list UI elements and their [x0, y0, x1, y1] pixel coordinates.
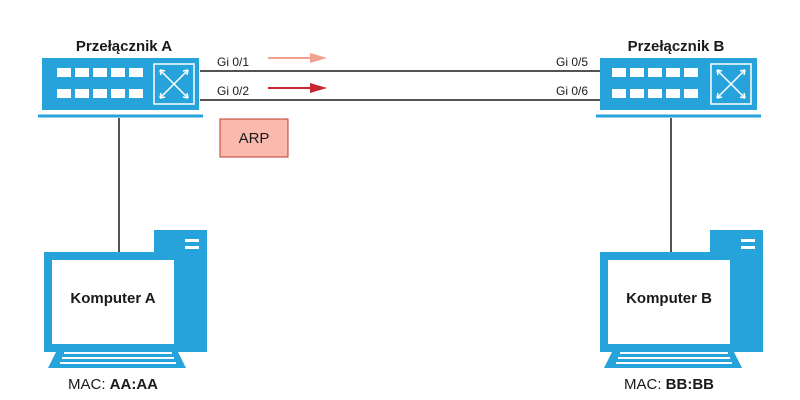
port-gi01-label: Gi 0/1 [217, 55, 249, 69]
computer-a[interactable]: Komputer A MAC: AA:AA [44, 230, 207, 393]
switch-a-title: Przełącznik A [76, 38, 172, 55]
arp-frame: ARP [219, 118, 289, 158]
switch-b-title: Przełącznik B [628, 38, 725, 55]
port-gi05-label: Gi 0/5 [556, 55, 588, 69]
arrow-right-icon [268, 83, 327, 93]
mac-prefix: MAC: [68, 376, 110, 393]
mac-value: BB:BB [666, 376, 714, 393]
switch-a[interactable]: Przełącznik A Gi 0/1 Gi 0/2 [38, 38, 249, 118]
computer-b-mac: MAC: BB:BB [624, 376, 714, 393]
network-switch-icon [38, 58, 203, 118]
network-switch-icon [596, 58, 761, 118]
port-gi02-label: Gi 0/2 [217, 84, 249, 98]
desktop-computer-icon [44, 230, 207, 368]
switch-b[interactable]: Przełącznik B Gi 0/5 Gi 0/6 [556, 38, 761, 118]
computer-a-mac: MAC: AA:AA [68, 376, 158, 393]
port-gi06-label: Gi 0/6 [556, 84, 588, 98]
computer-b[interactable]: Komputer B MAC: BB:BB [600, 230, 763, 393]
desktop-computer-icon [600, 230, 763, 368]
arp-label: ARP [239, 130, 270, 147]
arrow-right-icon [268, 53, 327, 63]
computer-b-name: Komputer B [626, 290, 712, 307]
mac-prefix: MAC: [624, 376, 666, 393]
arp-box [219, 118, 289, 158]
mac-value: AA:AA [110, 376, 158, 393]
computer-a-name: Komputer A [70, 290, 155, 307]
